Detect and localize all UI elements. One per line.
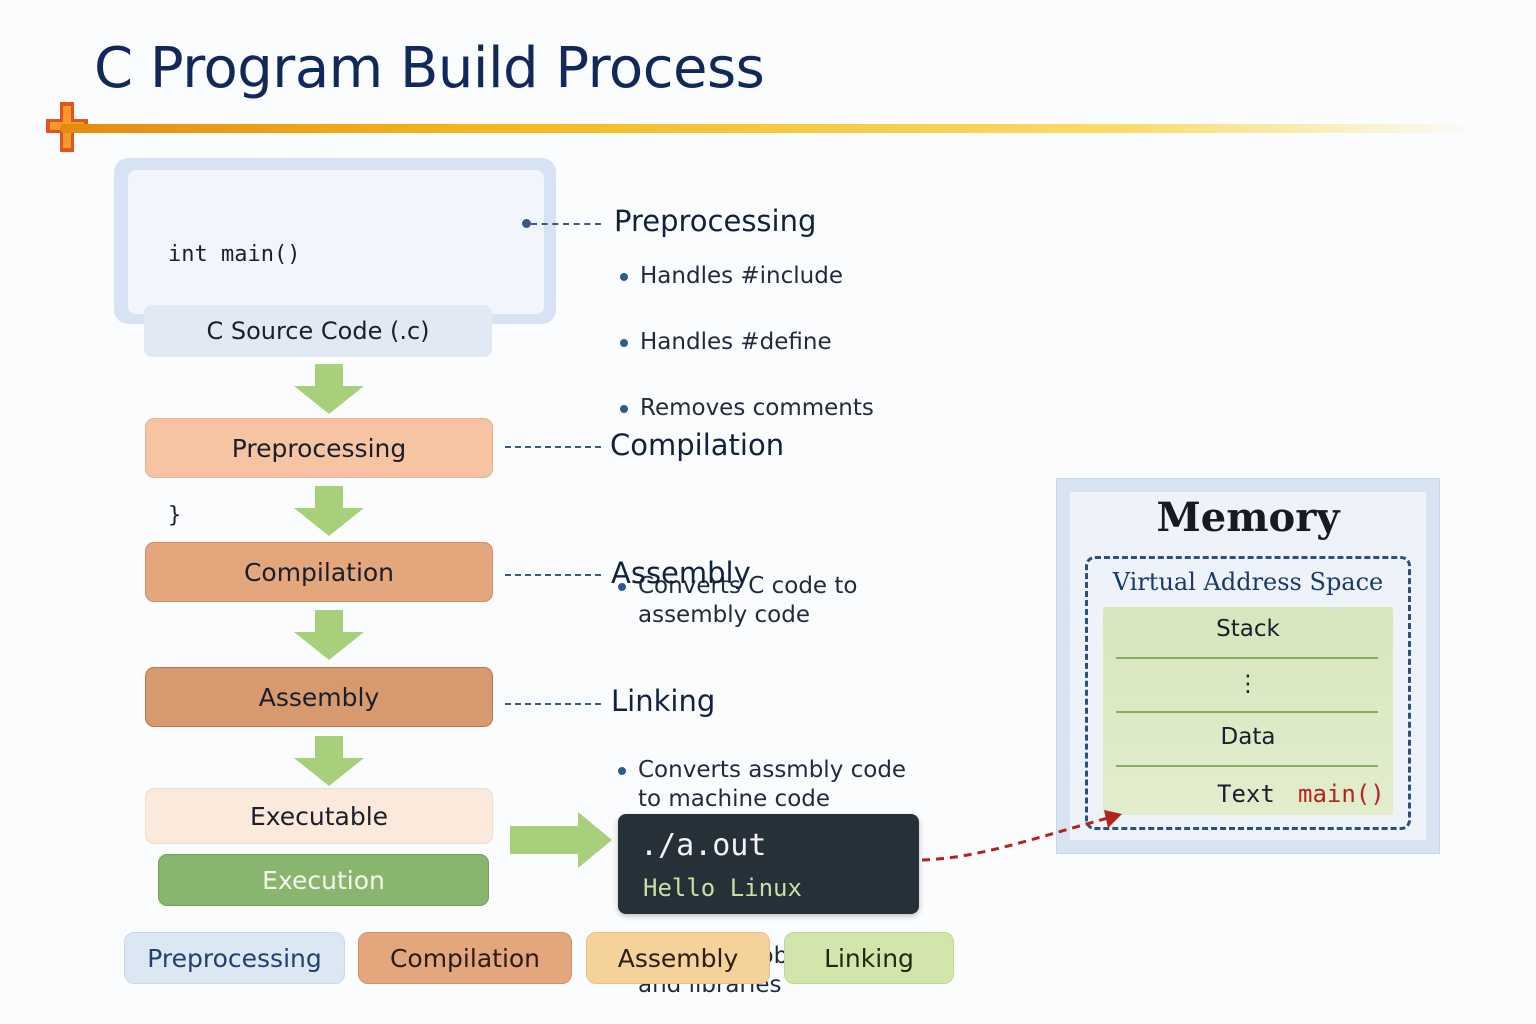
leader-line — [505, 574, 601, 576]
leader-dot — [522, 219, 531, 228]
heading-linking: Linking — [611, 684, 716, 718]
virtual-address-space-title: Virtual Address Space — [1112, 568, 1384, 596]
source-code-text: int main() { ... } — [168, 182, 300, 559]
code-line: int main() — [168, 242, 301, 267]
bullet-item: Removes comments — [620, 394, 1536, 423]
segment-gap: ⋮ — [1236, 671, 1260, 697]
down-arrow-icon — [294, 486, 364, 536]
bullet-item: Converts assmbly code to machine code — [618, 756, 1536, 814]
down-arrow-icon — [294, 736, 364, 786]
down-arrow-icon — [294, 610, 364, 660]
segment-data: Data — [1220, 724, 1276, 750]
legend-compilation: Compilation — [358, 932, 572, 984]
bullet-item: Handles #define — [620, 328, 1536, 357]
legend-assembly: Assembly — [586, 932, 770, 984]
segment-divider — [1116, 765, 1378, 767]
step-execution: Execution — [158, 854, 489, 906]
terminal-output: Hello Linux — [643, 874, 802, 902]
legend-preprocessing: Preprocessing — [124, 932, 345, 984]
step-preprocessing: Preprocessing — [145, 418, 493, 478]
right-arrow-icon — [510, 812, 612, 868]
heading-compilation: Compilation — [610, 428, 785, 462]
load-into-memory-arrow — [921, 810, 1122, 862]
source-code-panel — [128, 170, 544, 314]
legend-linking: Linking — [784, 932, 954, 984]
down-arrow-icon — [294, 364, 364, 414]
segment-stack: Stack — [1216, 616, 1280, 642]
leader-line — [505, 703, 601, 705]
segment-divider — [1116, 657, 1378, 659]
page-title: C Program Build Process — [94, 36, 765, 101]
terminal-command: ./a.out — [640, 828, 767, 863]
heading-preprocessing: Preprocessing — [614, 204, 817, 238]
heading-assembly: Assembly — [611, 556, 751, 590]
step-compilation: Compilation — [145, 542, 493, 602]
code-line: } — [168, 503, 182, 528]
source-code-label: C Source Code (.c) — [144, 305, 492, 357]
segment-divider — [1116, 711, 1378, 713]
leader-line — [531, 223, 601, 225]
step-executable: Executable — [145, 788, 493, 844]
segment-text: Text — [1217, 780, 1275, 808]
terminal-window — [618, 814, 919, 914]
segment-text-main: main() — [1298, 780, 1385, 808]
virtual-address-space-box — [1085, 556, 1411, 830]
memory-title: Memory — [1156, 494, 1340, 541]
bullet-item: Converts C code to assembly code — [618, 572, 1536, 630]
leader-line — [505, 446, 601, 448]
step-assembly: Assembly — [145, 667, 493, 727]
title-underline — [60, 124, 1480, 133]
bullet-item: Handles #include — [620, 262, 1536, 291]
